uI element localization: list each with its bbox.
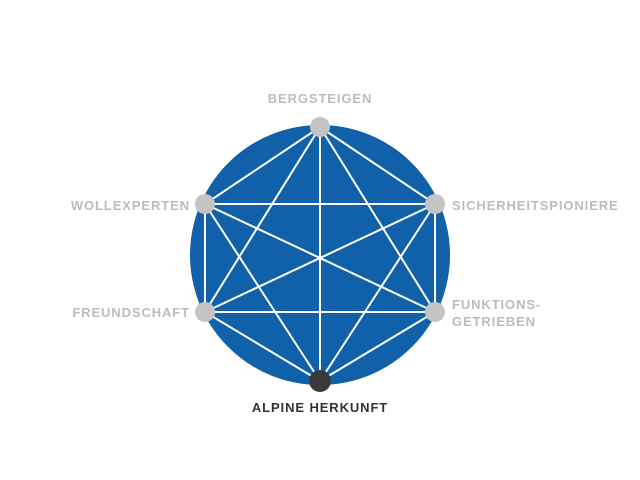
edge-bergsteigen-wollexperten [204,126,321,205]
edge-bergsteigen-freundschaft [204,126,321,313]
node-label-funktionsgetrieben: FUNKTIONS- GETRIEBEN [452,297,542,329]
node-dot-wollexperten[interactable] [195,194,215,214]
node-dot-freundschaft[interactable] [195,302,215,322]
node-label-freundschaft: FREUNDSCHAFT [72,305,190,320]
edge-alpine-herkunft-wollexperten [204,203,321,382]
node-group [195,117,445,392]
edge-funktionsgetrieben-wollexperten [204,203,436,313]
node-label-bergsteigen: BERGSTEIGEN [267,91,373,106]
edge-funktionsgetrieben-alpine-herkunft [319,311,436,382]
node-label-alpine-herkunft: ALPINE HERKUNFT [251,400,389,415]
edge-bergsteigen-sicherheitspioniere [319,126,436,205]
edge-group [204,126,436,382]
node-dot-alpine-herkunft[interactable] [309,370,331,392]
node-dot-bergsteigen[interactable] [310,117,330,137]
edge-sicherheitspioniere-alpine-herkunft [319,203,436,382]
edge-alpine-herkunft-freundschaft [204,311,321,382]
edge-bergsteigen-funktionsgetrieben [319,126,436,313]
node-label-wollexperten: WOLLEXPERTEN [70,198,190,213]
node-label-sicherheitspioniere: SICHERHEITSPIONIERE [452,198,619,213]
node-dot-funktionsgetrieben[interactable] [425,302,445,322]
node-dot-sicherheitspioniere[interactable] [425,194,445,214]
